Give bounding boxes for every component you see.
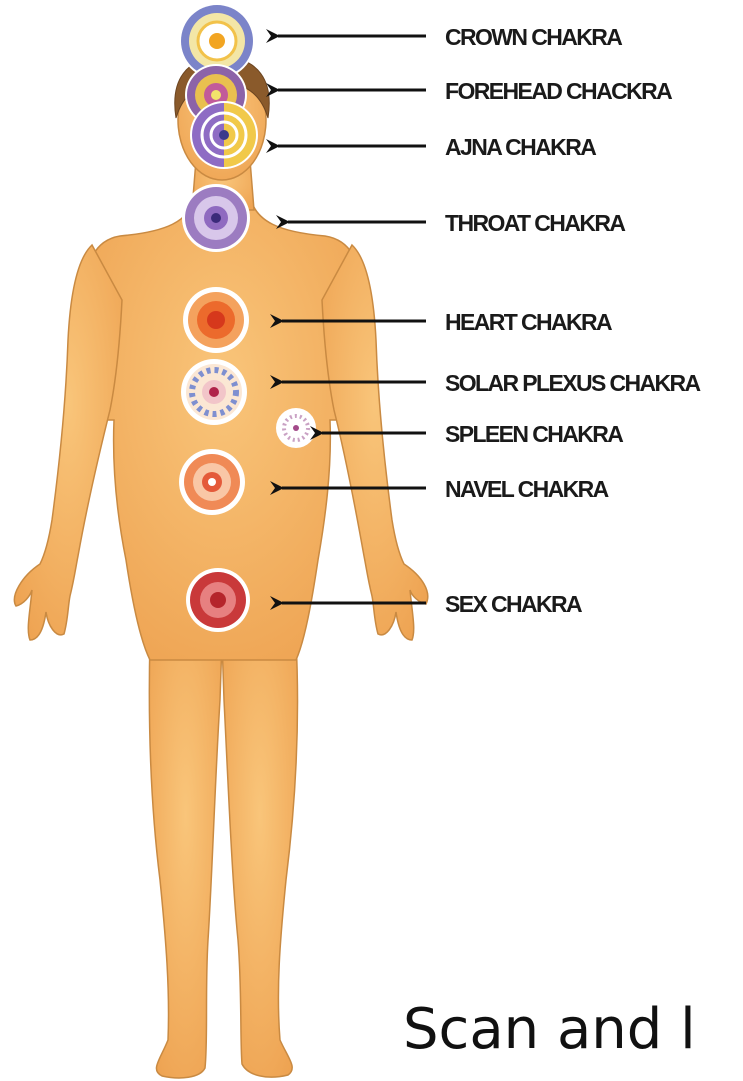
label-solar-plexus-chakra: SOLAR PLEXUS CHAKRA — [445, 370, 701, 396]
sex-chakra-symbol — [186, 568, 250, 632]
label-crown-chakra: CROWN CHAKRA — [445, 24, 622, 50]
navel-chakra-symbol — [179, 449, 245, 515]
chakra-labels: CROWN CHAKRA FOREHEAD CHACKRA AJNA CHAKR… — [445, 24, 701, 617]
label-throat-chakra: THROAT CHAKRA — [445, 210, 625, 236]
left-leg — [149, 640, 222, 1078]
label-heart-chakra: HEART CHAKRA — [445, 309, 612, 335]
ajna-chakra-symbol — [190, 101, 258, 169]
spleen-chakra-symbol — [276, 408, 316, 448]
right-arm — [322, 245, 428, 640]
label-forehead-chakra: FOREHEAD CHACKRA — [445, 78, 672, 104]
right-leg — [222, 640, 298, 1077]
throat-chakra-symbol — [182, 184, 250, 252]
solar-plexus-chakra-symbol — [181, 359, 247, 425]
left-arm — [14, 245, 122, 640]
heart-chakra-symbol — [183, 287, 249, 353]
label-ajna-chakra: AJNA CHAKRA — [445, 134, 596, 160]
caption-text: Scan and l — [403, 1002, 696, 1058]
label-navel-chakra: NAVEL CHAKRA — [445, 476, 609, 502]
label-spleen-chakra: SPLEEN CHAKRA — [445, 421, 623, 447]
label-sex-chakra: SEX CHAKRA — [445, 591, 582, 617]
